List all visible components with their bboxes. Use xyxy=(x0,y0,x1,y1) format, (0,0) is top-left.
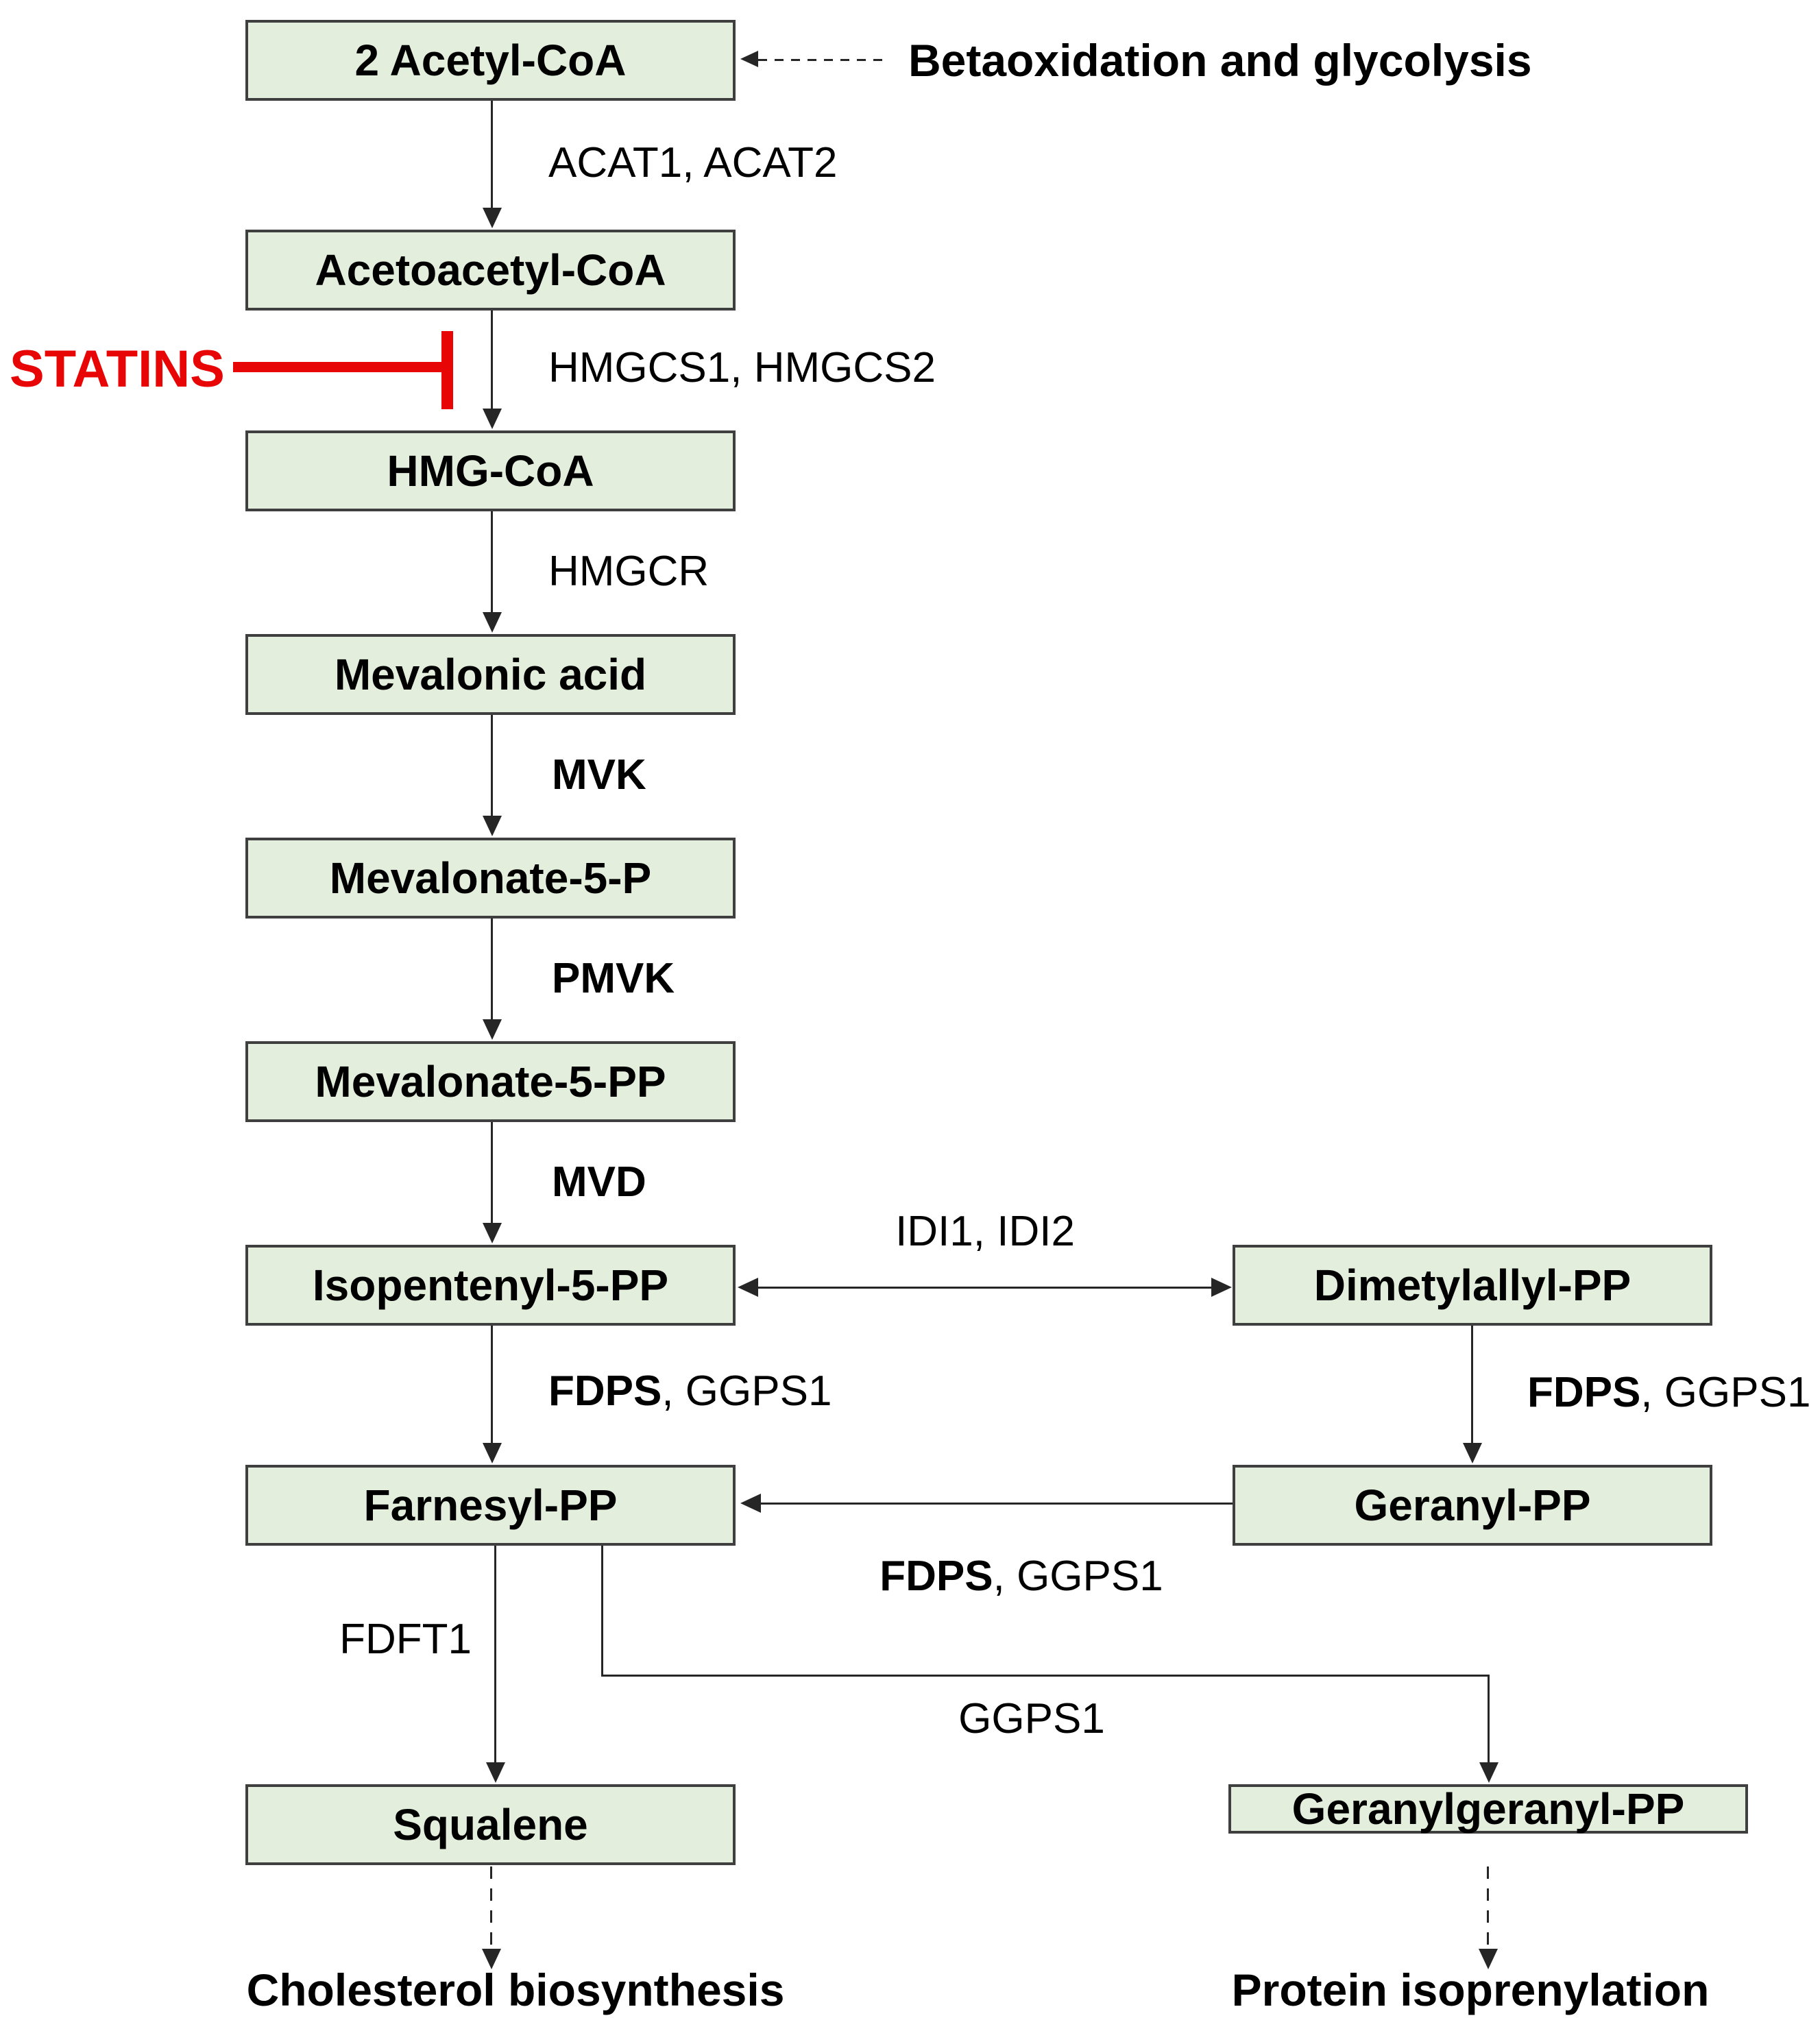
enzyme-ggps1-suffix: , GGPS1 xyxy=(1640,1369,1811,1416)
enzyme-label-fdps-ggps1-horizontal: FDPS, GGPS1 xyxy=(879,1555,1163,1598)
enzyme-label-mvd: MVD xyxy=(552,1158,646,1206)
enzyme-label-acat: ACAT1, ACAT2 xyxy=(548,139,838,186)
arrow-line xyxy=(494,1546,496,1764)
arrow-line xyxy=(1471,1326,1473,1444)
arrow-line xyxy=(491,1122,493,1224)
arrowhead-down-icon xyxy=(483,612,502,633)
enzyme-ggps1-suffix: , GGPS1 xyxy=(993,1553,1163,1600)
arrowhead-down-icon xyxy=(483,1019,502,1040)
node-hmg-coa: HMG-CoA xyxy=(245,430,736,511)
dashed-arrow-line xyxy=(758,59,887,61)
arrow-line xyxy=(754,1287,1213,1289)
enzyme-fdps-bold: FDPS xyxy=(879,1553,993,1600)
node-mevalonate-5-p: Mevalonate-5-P xyxy=(245,838,736,919)
arrowhead-down-icon xyxy=(483,1223,502,1243)
statins-label: STATINS xyxy=(10,340,225,398)
node-geranylgeranyl-pp: Geranylgeranyl-PP xyxy=(1228,1784,1748,1834)
betaoxidation-label: Betaoxidation and glycolysis xyxy=(908,35,1532,86)
enzyme-label-mvk: MVK xyxy=(552,751,646,799)
node-farnesyl-pp: Farnesyl-PP xyxy=(245,1465,736,1546)
dashed-arrow-line xyxy=(490,1866,492,1950)
enzyme-ggps1-suffix: , GGPS1 xyxy=(662,1367,832,1415)
arrow-line xyxy=(491,715,493,816)
arrowhead-down-icon xyxy=(483,409,502,429)
node-mevalonate-5-pp: Mevalonate-5-PP xyxy=(245,1041,736,1122)
node-mevalonic-acid: Mevalonic acid xyxy=(245,634,736,715)
arrow-line xyxy=(601,1546,603,1677)
arrowhead-down-icon xyxy=(486,1762,505,1783)
arrowhead-down-icon xyxy=(1463,1443,1482,1463)
arrow-line xyxy=(491,1326,493,1444)
enzyme-fdps-bold: FDPS xyxy=(548,1367,662,1415)
arrowhead-down-icon xyxy=(482,1949,501,1969)
inhibitor-line xyxy=(233,362,447,372)
cholesterol-biosynthesis-label: Cholesterol biosynthesis xyxy=(246,1965,785,2015)
node-isopentenyl-5-pp: Isopentenyl-5-PP xyxy=(245,1245,736,1326)
enzyme-label-fdps-ggps1-right: FDPS, GGPS1 xyxy=(1527,1372,1810,1414)
arrowhead-down-icon xyxy=(483,208,502,228)
dashed-arrow-line xyxy=(1487,1866,1489,1950)
protein-isoprenylation-label: Protein isoprenylation xyxy=(1231,1965,1710,2015)
arrowhead-down-icon xyxy=(1479,1762,1499,1783)
enzyme-label-fdps-ggps1-left: FDPS, GGPS1 xyxy=(548,1370,832,1413)
node-2-acetyl-coa: 2 Acetyl-CoA xyxy=(245,20,736,101)
enzyme-fdps-bold: FDPS xyxy=(1527,1369,1641,1416)
enzyme-label-pmvk: PMVK xyxy=(552,955,675,1002)
arrowhead-right-icon xyxy=(1211,1278,1232,1297)
node-acetoacetyl-coa: Acetoacetyl-CoA xyxy=(245,230,736,311)
enzyme-label-hmgcr: HMGCR xyxy=(548,548,709,595)
node-geranyl-pp: Geranyl-PP xyxy=(1233,1465,1712,1546)
enzyme-label-fdft1: FDFT1 xyxy=(339,1616,472,1663)
enzyme-label-hmgcs: HMGCS1, HMGCS2 xyxy=(548,344,936,391)
arrowhead-left-icon xyxy=(738,1278,758,1297)
enzyme-label-idi: IDI1, IDI2 xyxy=(895,1208,1075,1255)
arrowhead-down-icon xyxy=(483,816,502,836)
arrow-line xyxy=(758,1503,1233,1505)
arrow-line xyxy=(601,1675,1490,1677)
arrowhead-down-icon xyxy=(483,1443,502,1463)
arrow-line xyxy=(491,511,493,613)
arrow-line xyxy=(491,311,493,409)
node-squalene: Squalene xyxy=(245,1784,736,1865)
node-dimetylallyl-pp: Dimetylallyl-PP xyxy=(1233,1245,1712,1326)
enzyme-label-ggps1: GGPS1 xyxy=(958,1695,1105,1742)
arrow-line xyxy=(1488,1675,1490,1764)
inhibitor-tbar-cap xyxy=(441,331,453,409)
arrowhead-left-icon xyxy=(740,51,758,67)
arrowhead-left-icon xyxy=(740,1494,761,1513)
arrowhead-down-icon xyxy=(1479,1949,1498,1969)
arrow-line xyxy=(491,101,493,209)
arrow-line xyxy=(491,919,493,1020)
